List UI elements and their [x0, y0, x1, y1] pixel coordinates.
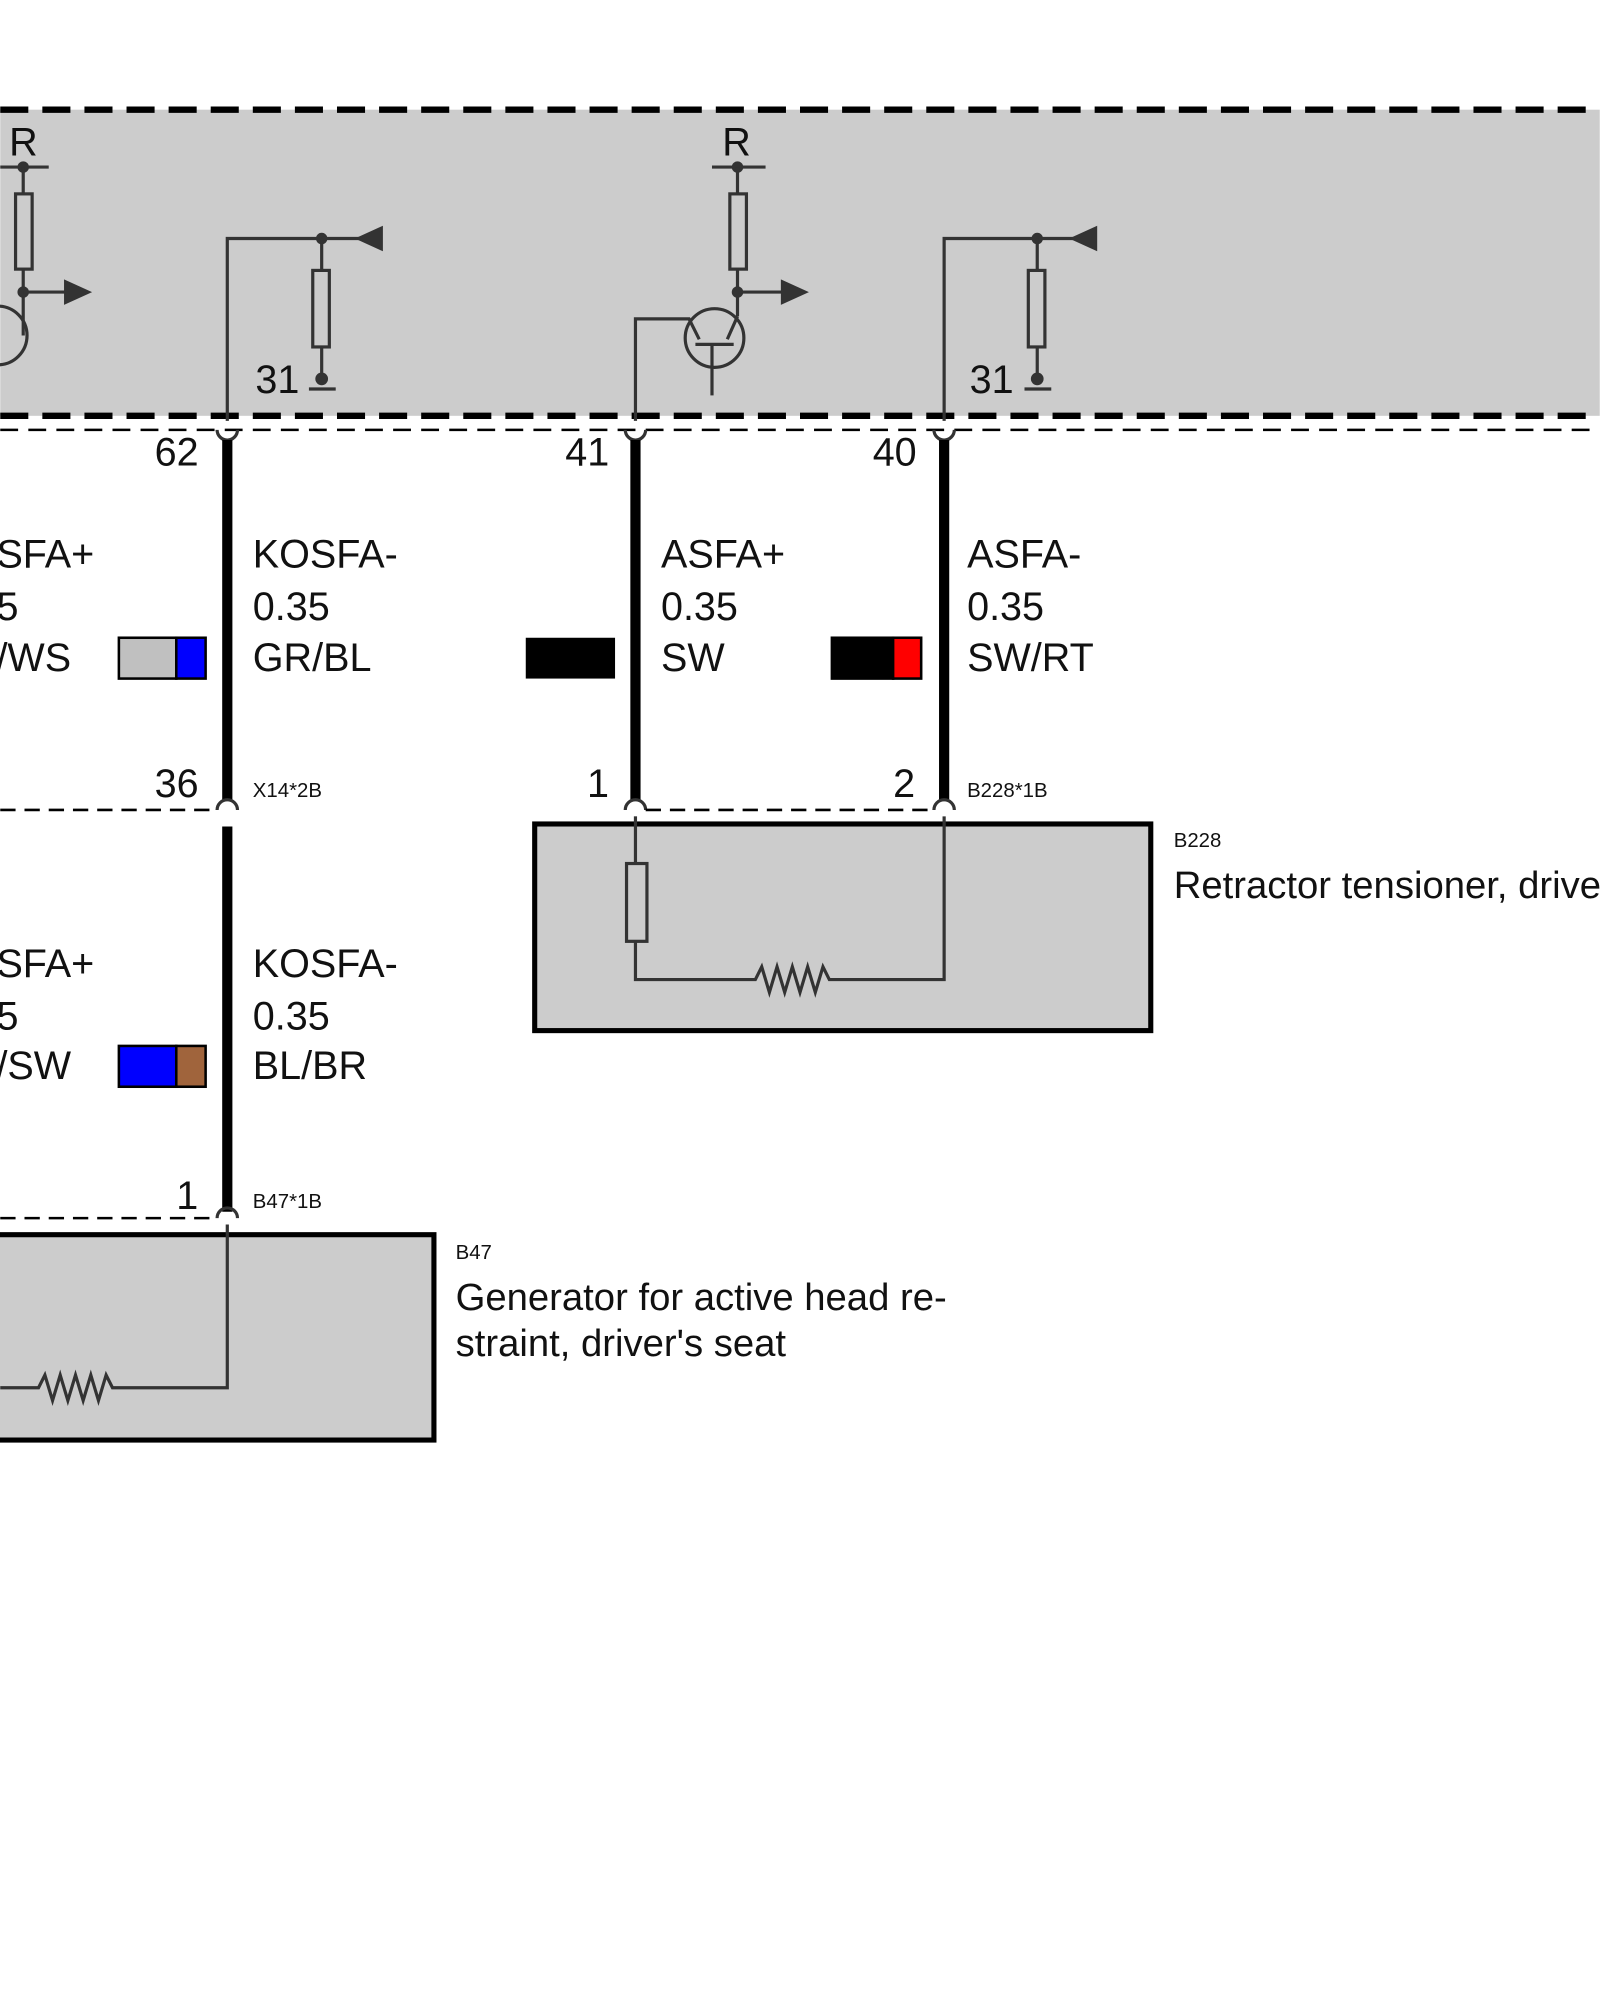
heating-element-icon: [633, 816, 946, 998]
supply-label: R: [9, 121, 38, 165]
pin-2: 2: [893, 762, 915, 806]
color-swatches: [117, 636, 923, 1089]
swatch-gray: [117, 636, 178, 680]
transistor-icon: [0, 304, 29, 367]
pin-1: 1: [587, 762, 609, 806]
component-description: Retractor tensioner, drive: [1174, 864, 1600, 907]
component-description: Generator for active head re-: [456, 1276, 947, 1319]
resistor-icon: [1026, 268, 1047, 349]
component-b228[interactable]: B228 Retractor tensioner, drive: [532, 816, 1600, 1034]
fuse-element-icon: [624, 861, 649, 943]
wire-label: SW: [661, 636, 725, 680]
swatch-black: [830, 636, 895, 680]
transistor-icon: [683, 307, 746, 369]
wire-label: GR/BL: [253, 636, 372, 680]
component-b47[interactable]: B47 Generator for active head re- strain…: [0, 1224, 947, 1443]
input-stage-40: 31: [942, 225, 1098, 421]
wire-label: ASFA-: [967, 533, 1081, 577]
input-stage-62: 31: [225, 225, 383, 421]
input-arrow-icon: [1069, 225, 1098, 252]
pin-36: 36: [155, 762, 199, 806]
pin-40: 40: [873, 431, 917, 475]
swatch-blue: [175, 636, 207, 680]
wire-label: KOSFA-: [253, 533, 398, 577]
pin-labels: 62 41 40 36 X14*2B 1 2 B228*1B 1 B47*1B: [155, 431, 1048, 1219]
pin-62: 62: [155, 431, 199, 475]
wire-label: SFA+: [0, 942, 94, 986]
swatch-brown: [175, 1044, 207, 1089]
wire-labels-upper: SFA+ 5 /WS KOSFA- 0.35 GR/BL ASFA+ 0.35 …: [0, 533, 1094, 680]
connector-x14: X14*2B: [253, 780, 322, 802]
output-arrow-icon: [780, 279, 809, 305]
ground-label: 31: [255, 358, 299, 402]
swatch-red: [891, 636, 923, 680]
wire-label: 0.35: [967, 585, 1044, 629]
ground-label: 31: [970, 358, 1014, 402]
component-id: B228: [1174, 830, 1222, 852]
input-arrow-icon: [354, 225, 383, 252]
control-module: [0, 106, 1600, 432]
wire-label: 0.35: [661, 585, 738, 629]
resistor-icon: [13, 192, 34, 271]
swatch-blue: [117, 1044, 178, 1089]
swatch-black: [525, 637, 616, 679]
output-stage-41: R: [633, 121, 809, 421]
wire-label: 5: [0, 585, 18, 629]
component-description: straint, driver's seat: [456, 1322, 787, 1365]
wires: [0, 429, 956, 1220]
wire-label: /WS: [0, 636, 71, 680]
wire-label: 0.35: [253, 585, 330, 629]
component-id: B47: [456, 1242, 492, 1264]
resistor-icon: [728, 192, 749, 271]
heating-element-icon: [0, 1224, 229, 1407]
wire-labels-lower: SFA+ 5 /SW KOSFA- 0.35 BL/BR: [0, 942, 398, 1088]
resistor-icon: [311, 268, 331, 349]
pin-1-b47: 1: [176, 1174, 198, 1218]
pin-41: 41: [565, 431, 609, 475]
output-stage-left: R: [0, 121, 93, 367]
wire-label: /SW: [0, 1044, 72, 1088]
wire-label: KOSFA-: [253, 942, 398, 986]
wire-label: SW/RT: [967, 636, 1094, 680]
supply-label: R: [722, 121, 751, 165]
wire-label: ASFA+: [661, 533, 785, 577]
wire-label: BL/BR: [253, 1044, 367, 1088]
connector-b47: B47*1B: [253, 1191, 322, 1213]
wire-label: 5: [0, 994, 18, 1038]
connector-b228: B228*1B: [967, 780, 1047, 802]
wire-label: 0.35: [253, 994, 330, 1038]
wire-label: SFA+: [0, 533, 94, 577]
output-arrow-icon: [64, 279, 93, 305]
